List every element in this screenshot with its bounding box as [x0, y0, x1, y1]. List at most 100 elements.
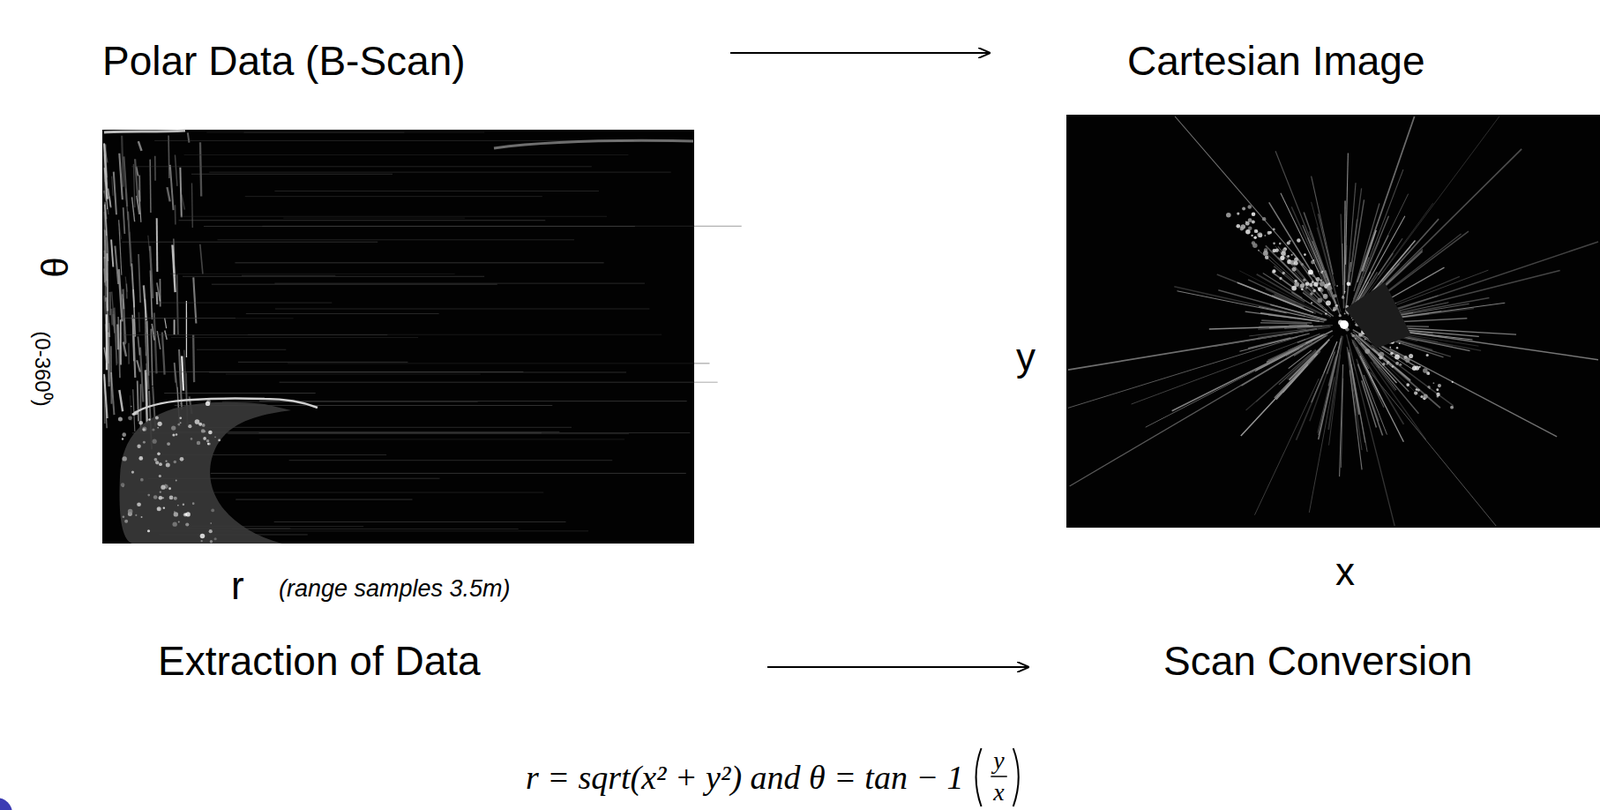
- texture-mark: [1405, 357, 1411, 362]
- texture-mark: [164, 392, 316, 394]
- texture-mark: [222, 401, 479, 403]
- texture-mark: [1339, 364, 1344, 477]
- texture-mark: [1325, 300, 1331, 307]
- texture-mark: [1308, 376, 1335, 513]
- texture-mark: [1350, 199, 1365, 286]
- texture-mark: [1263, 234, 1266, 237]
- texture-mark: [104, 142, 108, 163]
- texture-mark: [196, 441, 202, 446]
- texture-mark: [216, 239, 575, 240]
- texture-mark: [155, 416, 159, 420]
- texture-mark: [119, 269, 123, 322]
- texture-mark: [105, 323, 109, 364]
- texture-mark: [1437, 383, 1442, 388]
- texture-mark: [201, 423, 206, 427]
- polar-texture: [104, 130, 742, 544]
- texture-mark: [1293, 252, 1327, 300]
- texture-mark: [1245, 229, 1251, 235]
- texture-mark: [1378, 149, 1522, 291]
- texture-mark: [1324, 312, 1327, 315]
- texture-mark: [1340, 378, 1343, 468]
- texture-mark: [1241, 335, 1326, 386]
- texture-mark: [181, 356, 184, 391]
- texture-mark: [174, 155, 177, 187]
- texture-mark: [1365, 235, 1389, 284]
- texture-mark: [1256, 274, 1306, 302]
- texture-mark: [158, 462, 163, 466]
- texture-mark: [1251, 219, 1256, 224]
- texture-mark: [1291, 285, 1297, 292]
- texture-mark: [198, 422, 202, 427]
- texture-mark: [176, 274, 178, 335]
- texture-mark: [1308, 283, 1313, 287]
- texture-mark: [1240, 226, 1245, 232]
- texture-mark: [1261, 320, 1312, 323]
- texture-mark: [1272, 242, 1276, 246]
- texture-mark: [204, 426, 572, 428]
- texture-mark: [1393, 318, 1467, 322]
- texture-mark: [147, 493, 150, 497]
- texture-mark: [225, 373, 481, 375]
- texture-mark: [1319, 279, 1322, 282]
- texture-mark: [138, 254, 141, 303]
- texture-mark: [179, 416, 182, 419]
- texture-mark: [120, 482, 126, 487]
- slide-heading: Polar Data (B-Scan): [102, 37, 466, 85]
- texture-mark: [1308, 269, 1314, 275]
- texture-mark: [235, 499, 412, 501]
- texture-mark: [1272, 228, 1276, 232]
- formula: r = sqrt(x² + y²) and θ = tan − 1: [525, 758, 965, 798]
- texture-mark: [289, 459, 614, 461]
- texture-mark: [138, 456, 143, 461]
- texture-mark: [1323, 293, 1329, 300]
- texture-mark: [1352, 341, 1384, 407]
- texture-mark: [1263, 250, 1269, 256]
- texture-mark: [201, 539, 203, 542]
- texture-mark: [1382, 362, 1386, 367]
- texture-mark: [183, 512, 187, 516]
- texture-mark: [168, 486, 172, 490]
- texture-mark: [184, 350, 187, 406]
- texture-mark: [1172, 330, 1333, 412]
- texture-mark: [1351, 334, 1354, 337]
- texture-mark: [138, 420, 143, 426]
- texture-mark: [129, 231, 133, 262]
- texture-mark: [171, 433, 175, 436]
- texture-mark: [104, 250, 106, 282]
- texture-mark: [118, 316, 120, 378]
- texture-mark: [1435, 388, 1439, 391]
- texture-mark: [182, 502, 185, 505]
- texture-mark: [1413, 390, 1418, 395]
- texture-mark: [142, 427, 145, 431]
- texture-mark: [145, 369, 148, 423]
- texture-mark: [1264, 255, 1270, 261]
- texture-mark: [157, 451, 161, 456]
- texture-mark: [131, 470, 135, 473]
- texture-mark: [173, 319, 176, 335]
- texture-mark: [1320, 270, 1324, 274]
- texture-mark: [179, 219, 546, 221]
- texture-mark: [1250, 234, 1253, 237]
- texture-mark: [174, 362, 176, 382]
- texture-mark: [122, 293, 124, 309]
- texture-mark: [136, 359, 141, 372]
- texture-mark: [274, 190, 599, 192]
- texture-mark: [187, 132, 190, 143]
- texture-mark: [104, 203, 107, 220]
- texture-mark: [1389, 346, 1391, 349]
- texture-mark: [154, 457, 158, 462]
- texture-mark: [1426, 371, 1430, 375]
- texture-mark: [127, 343, 129, 365]
- texture-mark: [1347, 347, 1362, 450]
- texture-mark: [211, 284, 498, 285]
- texture-mark: [136, 444, 141, 449]
- texture-mark: [122, 515, 126, 518]
- texture-mark: [209, 171, 671, 173]
- texture-mark: [147, 529, 150, 532]
- texture-mark: [179, 167, 181, 217]
- texture-mark: [167, 134, 170, 179]
- texture-mark: [166, 441, 171, 446]
- texture-mark: [170, 164, 174, 210]
- texture-mark: [104, 130, 186, 133]
